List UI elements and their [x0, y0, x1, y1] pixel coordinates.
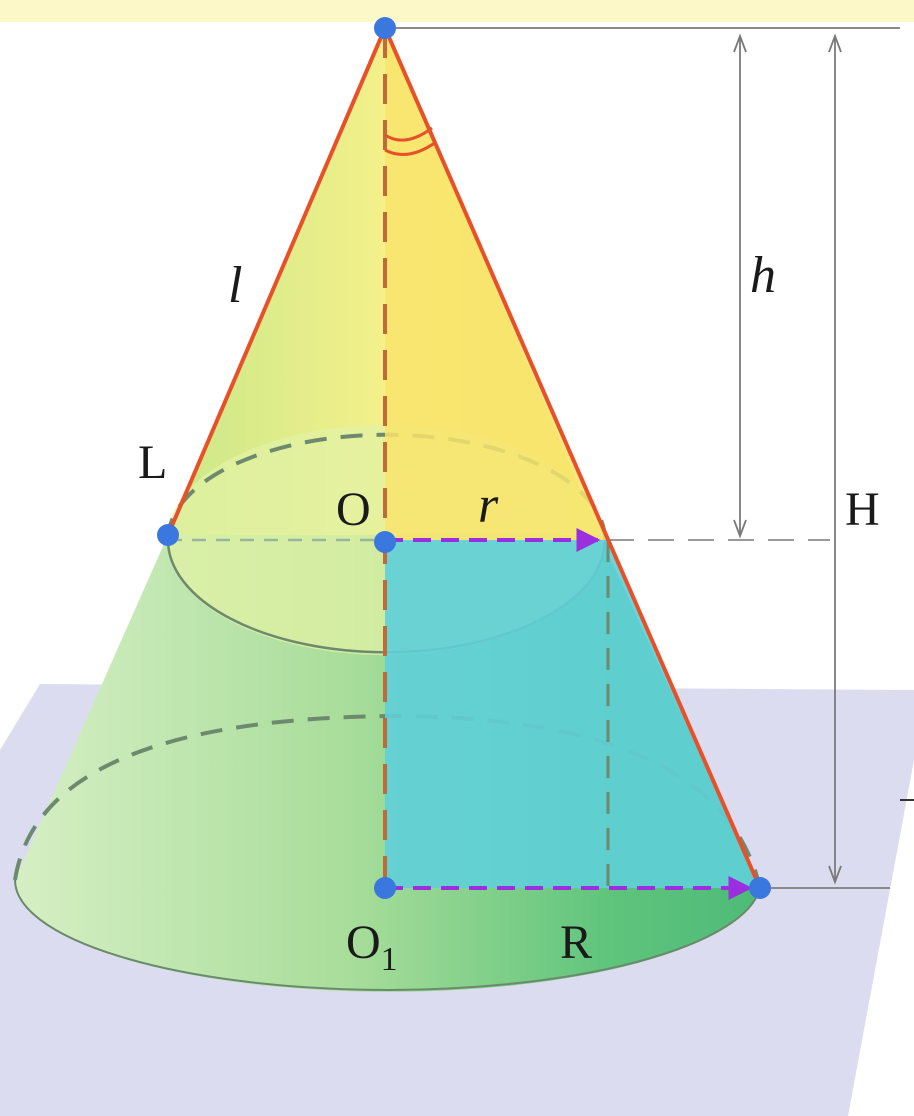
- base-edge-point: [749, 877, 771, 899]
- label-R: R: [560, 916, 592, 969]
- label-H: H: [845, 483, 880, 536]
- label-h: h: [750, 247, 776, 304]
- point-L: [157, 524, 179, 546]
- point-O: [374, 531, 396, 553]
- h-arrow-bottom: [733, 519, 747, 539]
- apex-angle-arc-2: [384, 140, 437, 156]
- point-O1: [374, 877, 396, 899]
- slant-edge-right: [383, 27, 762, 889]
- top-banner: [0, 0, 914, 22]
- apex-angle-arc-1: [384, 126, 433, 142]
- H-arrow-top: [828, 33, 842, 53]
- slant-edge-left: [166, 27, 387, 536]
- H-arrow-bottom: [828, 865, 842, 885]
- label-slant-l: l: [228, 257, 242, 314]
- label-r: r: [478, 477, 499, 534]
- label-L: L: [138, 436, 167, 489]
- axial-section-triangle: [385, 540, 760, 888]
- h-arrow-top: [733, 33, 747, 53]
- label-O: O: [336, 483, 371, 536]
- bottom-base-front-edge: [14, 879, 761, 991]
- apex-point: [374, 17, 396, 39]
- label-O1: O1: [346, 916, 398, 978]
